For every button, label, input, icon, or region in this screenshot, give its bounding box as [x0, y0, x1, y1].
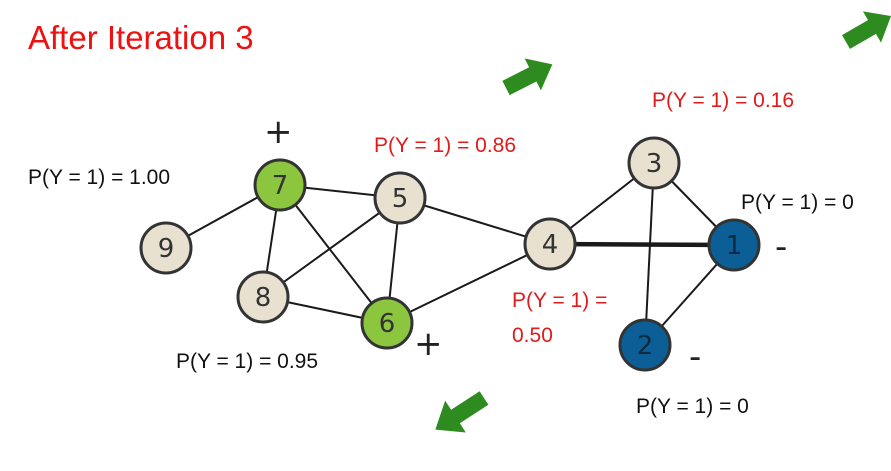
node-7: 7: [253, 158, 307, 212]
edge-8-5: [262, 197, 401, 298]
arrow-pointer-node-3: [842, 11, 891, 49]
probability-label-node-2: P(Y = 1) = 0: [636, 395, 749, 418]
node-6: 6: [360, 296, 414, 350]
node-circle-4: [523, 217, 577, 271]
node-3: 3: [627, 136, 681, 190]
node-label-6: 6: [379, 309, 396, 339]
node-9: 9: [139, 221, 193, 275]
probability-label-node-7: P(Y = 1) = 1.00: [28, 166, 170, 189]
node-circle-8: [236, 270, 290, 324]
node-circle-3: [627, 136, 681, 190]
edge-4-1: [549, 241, 735, 248]
node-label-2: 2: [637, 331, 654, 361]
edge-6-4: [386, 243, 551, 324]
node-1: 1: [707, 218, 761, 272]
negative-sign-node-2: -: [689, 337, 701, 377]
edge-7-6: [279, 184, 388, 324]
node-circle-5: [373, 171, 427, 225]
probability-label-node-4-line-2: 0.50: [512, 324, 553, 347]
node-4: 4: [523, 217, 577, 271]
arrow-pointer-node-4: [435, 391, 489, 433]
diagram-title: After Iteration 3: [28, 19, 254, 56]
graph-nodes: 1 2 3 4 5 6 7 8 9: [139, 136, 761, 372]
node-label-3: 3: [646, 149, 663, 179]
node-label-8: 8: [255, 283, 272, 313]
node-label-5: 5: [392, 184, 409, 214]
node-2: 2: [618, 318, 672, 372]
probability-label-node-1: P(Y = 1) = 0: [741, 191, 854, 214]
node-label-7: 7: [272, 171, 289, 201]
edge-3-2: [644, 162, 655, 346]
node-circle-7: [253, 158, 307, 212]
node-circle-2: [618, 318, 672, 372]
negative-sign-node-1: -: [775, 227, 787, 267]
arrow-pointer-node-5: [502, 58, 553, 96]
node-circle-9: [139, 221, 193, 275]
positive-sign-node-7: +: [264, 112, 293, 152]
probability-label-node-8: P(Y = 1) = 0.95: [176, 350, 318, 373]
node-circle-1: [707, 218, 761, 272]
node-label-4: 4: [542, 230, 559, 260]
node-circle-6: [360, 296, 414, 350]
probability-label-node-3: P(Y = 1) = 0.16: [652, 89, 794, 112]
node-label-1: 1: [726, 231, 743, 261]
node-label-9: 9: [158, 234, 175, 264]
probability-label-node-5: P(Y = 1) = 0.86: [374, 134, 516, 157]
positive-sign-node-6: +: [414, 324, 443, 364]
node-5: 5: [373, 171, 427, 225]
node-8: 8: [236, 270, 290, 324]
probability-label-node-4-line-1: P(Y = 1) =: [512, 289, 607, 312]
